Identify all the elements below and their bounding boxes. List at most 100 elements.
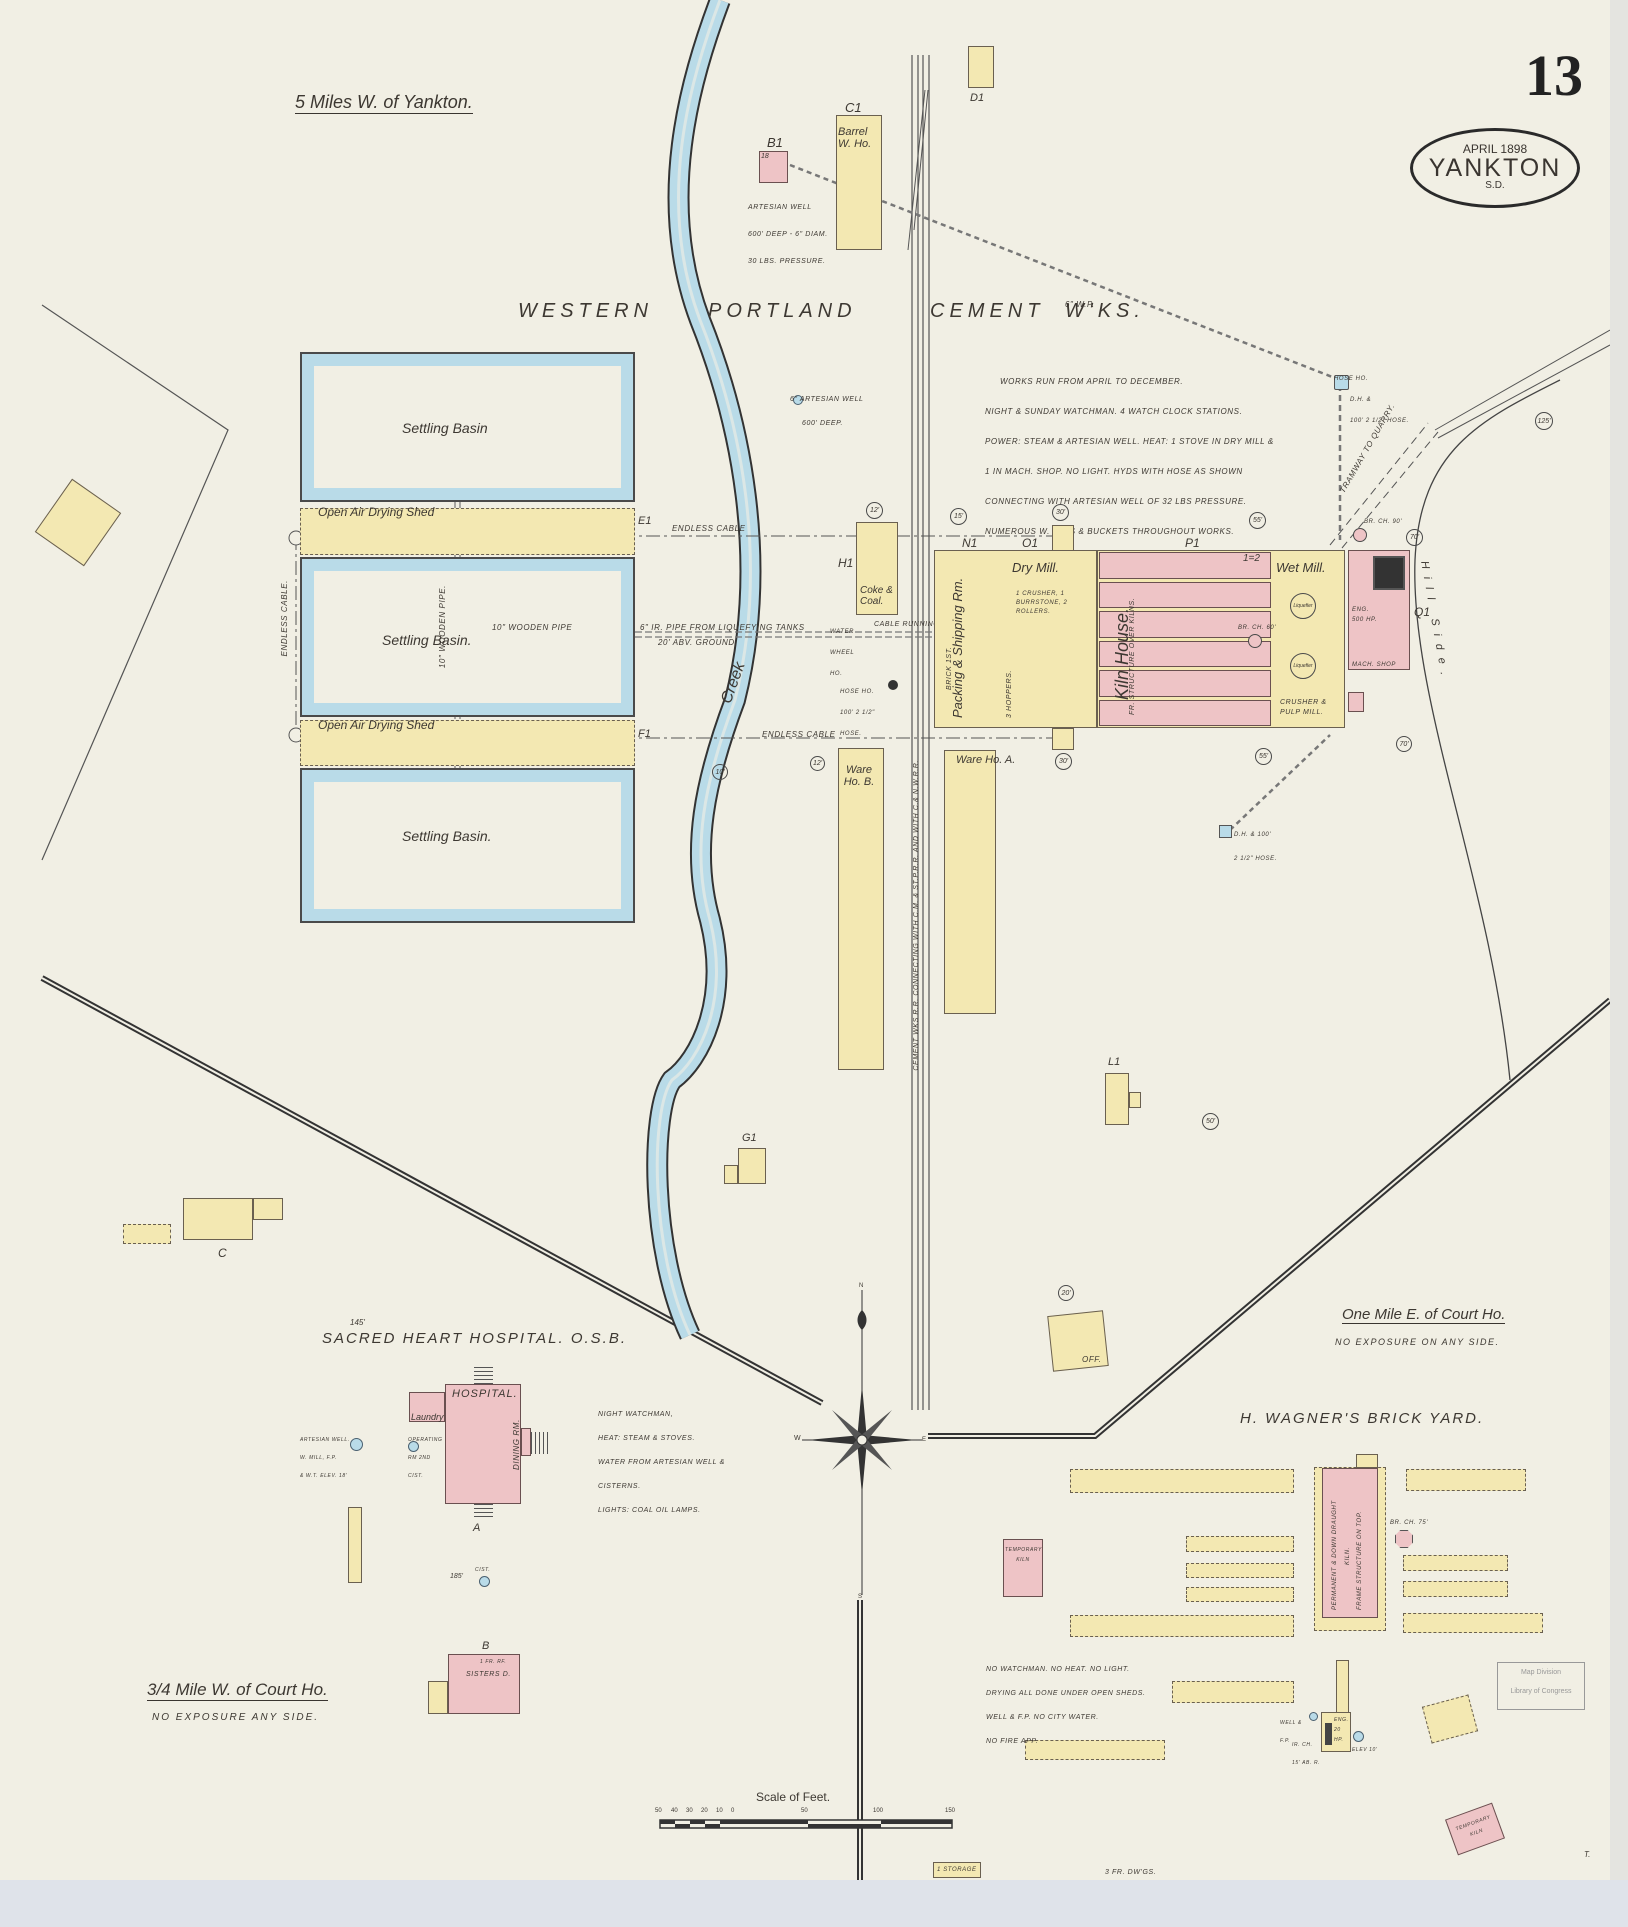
sheet-edge	[1610, 0, 1628, 1880]
warehouse-a	[944, 750, 996, 1014]
kiln-label: Permanent & Down Draught	[1332, 1500, 1338, 1610]
elev-55b: 55'	[1255, 748, 1272, 765]
hose-house-lower	[1219, 825, 1232, 838]
chimney-90-label: Br. Ch. 90'	[1364, 519, 1403, 525]
brickyard-exposure: No Exposure on any side.	[1335, 1337, 1500, 1347]
drying-shed-east-1	[1406, 1469, 1526, 1491]
liquefier-1: Liquefier	[1290, 593, 1316, 619]
brickyard-title: H. WAGNER'S BRICK YARD.	[1240, 1410, 1485, 1427]
drying-shed-f1-label: Open Air Drying Shed	[318, 718, 435, 732]
elev-12a: 12'	[866, 502, 883, 519]
laundry-label: Laundry	[411, 1412, 444, 1422]
artesian-small-label: 6" Artesian Well 600' Deep.	[790, 396, 864, 427]
artesian-well-note: Artesian Well 600' Deep - 6" Diam. 30 lb…	[748, 204, 828, 265]
scale-ticks: 50 40 30 20 10 0 50 100 150	[655, 1808, 956, 1814]
scale-bar	[659, 1819, 953, 1829]
cement-title-2: PORTLAND	[708, 300, 857, 322]
cement-title-3: CEMENT	[930, 300, 1045, 322]
pipe-10-vert-label: 10" Wooden Pipe.	[438, 585, 447, 669]
sheet-mark: T.	[1584, 1850, 1591, 1859]
boiler-icon	[1373, 556, 1405, 590]
drying-shed-e1-label: Open Air Drying Shed	[318, 505, 435, 519]
cartouche-city: YANKTON	[1428, 154, 1562, 182]
settling-basin-1	[300, 352, 635, 502]
hospital-dining	[521, 1428, 531, 1456]
pipe-6-label: 6" Ir. Pipe from Liquefying Tanks	[640, 623, 805, 632]
kiln-stories: 1=2	[1243, 553, 1260, 564]
dry-mill-sub-label: 1 Crusher, 1 Burrstone, 2 Rollers.	[1016, 591, 1068, 615]
warehouse-a-label: Ware Ho. A.	[956, 754, 1016, 766]
key-f1: F1	[638, 728, 651, 740]
pipe-10-label: 10" Wooden Pipe	[492, 623, 573, 632]
coffee-shop-d1	[968, 46, 994, 88]
storage-footer-label: 1 Storage	[937, 1867, 977, 1873]
key-c1: C1	[845, 100, 862, 115]
well-fp-label: Well & F.P.	[1280, 1720, 1302, 1744]
chimney-60-label: Br. Ch. 60'	[1238, 625, 1277, 631]
chimney-60	[1248, 634, 1262, 648]
elev-10-label: Elev 10'	[1352, 1747, 1378, 1753]
drying-shed-7	[1025, 1740, 1165, 1760]
chimney-75-label: Br. Ch. 75'	[1390, 1520, 1429, 1526]
iron-ch-label: Ir. Ch. 15' Ab. R.	[1292, 1742, 1321, 1766]
hospital-artesian-well	[350, 1438, 363, 1451]
kiln-top-annex	[1356, 1454, 1378, 1468]
barrel-warehouse-c1	[836, 115, 882, 250]
hose-mid-label: Hose Ho. 100' 2 1/2" Hose.	[840, 689, 875, 737]
engine-label: Eng. 500 HP.	[1352, 607, 1378, 623]
drying-shed-2	[1186, 1536, 1294, 1552]
compass-s: S	[858, 1594, 863, 1600]
office-label: Off.	[1082, 1355, 1102, 1364]
key-b1: B1	[767, 135, 783, 150]
elev-30a: 30'	[1052, 504, 1069, 521]
drying-shed-6	[1172, 1681, 1294, 1703]
cartouche: APRIL 1898 YANKTON S.D.	[1410, 128, 1580, 208]
engine-20-label: Eng. 20 HP.	[1334, 1717, 1349, 1743]
hospital-building-a	[445, 1384, 521, 1504]
iron-chimney	[1325, 1723, 1332, 1745]
settling-basin-3	[300, 768, 635, 923]
pipe-6-sub-label: 20' Abv. Ground.	[658, 638, 738, 647]
crusher-pulp-label: Crusher & Pulp Mill.	[1280, 699, 1327, 716]
cement-title-4: W'KS.	[1065, 300, 1145, 322]
storage-l1	[1105, 1073, 1129, 1125]
elev-55a: 55'	[1249, 512, 1266, 529]
hospital-stairs-bottom	[474, 1504, 493, 1518]
scale-title: Scale of Feet.	[756, 1790, 831, 1804]
hospital-stairs-east	[531, 1432, 548, 1454]
storage-l1-annex	[1129, 1092, 1141, 1108]
settling-basin-2	[300, 557, 635, 717]
drying-shed-3	[1186, 1563, 1294, 1578]
drying-shed-f1	[300, 720, 635, 766]
brick-chimney-75	[1395, 1530, 1413, 1548]
key-l1: L1	[1108, 1056, 1121, 1068]
well-house-b1: 18	[759, 151, 788, 183]
compass-w: W	[794, 1435, 801, 1442]
page-number: 13	[1525, 43, 1583, 108]
drying-shed-1	[1070, 1469, 1294, 1493]
elev-70b: 70'	[1396, 736, 1412, 752]
map-linework	[40, 0, 1610, 1880]
compass-n: N	[859, 1283, 864, 1289]
key-d1: D1	[970, 92, 985, 104]
packing-dry-mill-n1-o1	[934, 550, 1097, 728]
elev-50: 50'	[1202, 1113, 1219, 1130]
cartouche-date: APRIL 1898	[1462, 142, 1528, 156]
key-h1: H1	[838, 556, 854, 570]
sisters-sub: 1 Fr. Rf.	[480, 1659, 507, 1665]
key-p1: P1	[1185, 536, 1200, 550]
cement-title-1: WESTERN	[518, 300, 653, 322]
operating-label: Operating Rm 2nd Cist.	[408, 1437, 443, 1479]
key-n1: N1	[962, 536, 978, 550]
elev-185: 185'	[450, 1573, 464, 1580]
hose-house-top-label: Hose Ho. D.H. & 100' 2 1/2" Hose.	[1334, 376, 1409, 424]
shed-c-west	[123, 1224, 171, 1244]
kiln-house-frame	[1097, 550, 1345, 728]
drying-shed-east-2	[1403, 1555, 1508, 1571]
sisters-annex	[428, 1681, 448, 1714]
compass-e: E	[922, 1437, 927, 1443]
elev-12b: 12'	[810, 756, 825, 771]
warehouse-b-label: Ware Ho. B.	[843, 764, 875, 788]
chimney-90	[1353, 528, 1367, 542]
brick-first-label: Brick 1st.	[946, 646, 953, 690]
